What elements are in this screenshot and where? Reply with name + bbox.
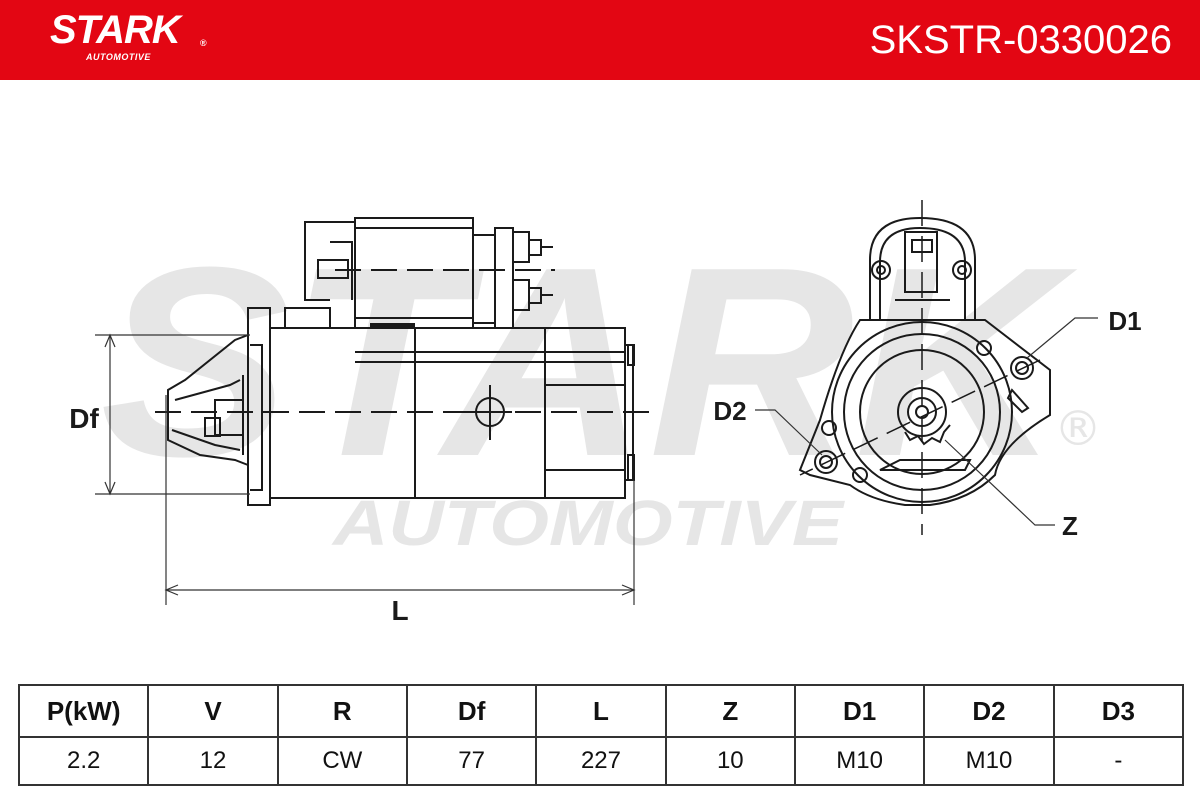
side-view <box>155 217 650 506</box>
spec-header-cell: Z <box>664 684 796 738</box>
mounting-hole-d1 <box>1010 356 1034 380</box>
spec-value-cell: 77 <box>405 736 538 786</box>
spec-header-cell: V <box>147 684 279 738</box>
spec-table-header-row: P(kW) V R Df L Z D1 D2 D3 <box>17 684 1185 738</box>
drive-housing <box>247 307 271 506</box>
solenoid-bolt-left <box>871 260 891 280</box>
spec-value-cell: 2.2 <box>17 736 150 786</box>
brand-logo: STARK ® AUTOMOTIVE <box>50 8 207 62</box>
part-number: SKSTR-0330026 <box>869 18 1172 62</box>
spec-value-cell: 10 <box>664 736 796 786</box>
spec-header-cell: Df <box>405 684 538 738</box>
dimension-label-z: Z <box>1062 511 1078 541</box>
brand-logo-text: STARK <box>50 8 181 52</box>
spec-value-cell: 227 <box>535 736 667 786</box>
spec-value-cell: CW <box>276 736 408 786</box>
dimension-label-df: Df <box>69 403 99 434</box>
dimension-label-d1: D1 <box>1108 306 1141 336</box>
spec-header-cell: L <box>535 684 667 738</box>
spec-header-cell: R <box>276 684 408 738</box>
dimension-label-d2: D2 <box>713 396 746 426</box>
spec-header-cell: D1 <box>793 684 926 738</box>
mounting-hole-d2 <box>814 450 838 474</box>
spec-header-cell: D2 <box>923 684 1055 738</box>
spec-header-cell: P(kW) <box>17 684 150 738</box>
brand-registered-mark: ® <box>200 38 207 48</box>
spec-table: P(kW) V R Df L Z D1 D2 D3 2.2 12 CW 77 2… <box>17 684 1185 786</box>
technical-drawing: STARK AUTOMOTIVE ® <box>69 200 1142 626</box>
spec-table-value-row: 2.2 12 CW 77 227 10 M10 M10 - <box>17 736 1185 786</box>
dimension-lines <box>95 333 636 605</box>
spec-value-cell: 12 <box>147 736 279 786</box>
spec-header-cell: D3 <box>1052 684 1185 738</box>
brand-logo-subtitle: AUTOMOTIVE <box>86 52 151 62</box>
spec-value-cell: M10 <box>793 736 926 786</box>
solenoid-housing <box>869 216 976 320</box>
watermark: STARK AUTOMOTIVE ® <box>100 212 1102 559</box>
spec-value-cell: M10 <box>923 736 1055 786</box>
dimension-label-l: L <box>391 595 408 626</box>
leader-lines <box>755 317 1098 526</box>
front-view <box>798 200 1051 535</box>
pinion-nose <box>167 334 249 466</box>
solenoid-bolt-right <box>952 260 972 280</box>
mounting-flange <box>798 319 1051 506</box>
header-bar: STARK ® AUTOMOTIVE SKSTR-0330026 <box>0 0 1200 80</box>
spec-value-cell: - <box>1052 736 1185 786</box>
watermark-registered: ® <box>1054 401 1102 457</box>
